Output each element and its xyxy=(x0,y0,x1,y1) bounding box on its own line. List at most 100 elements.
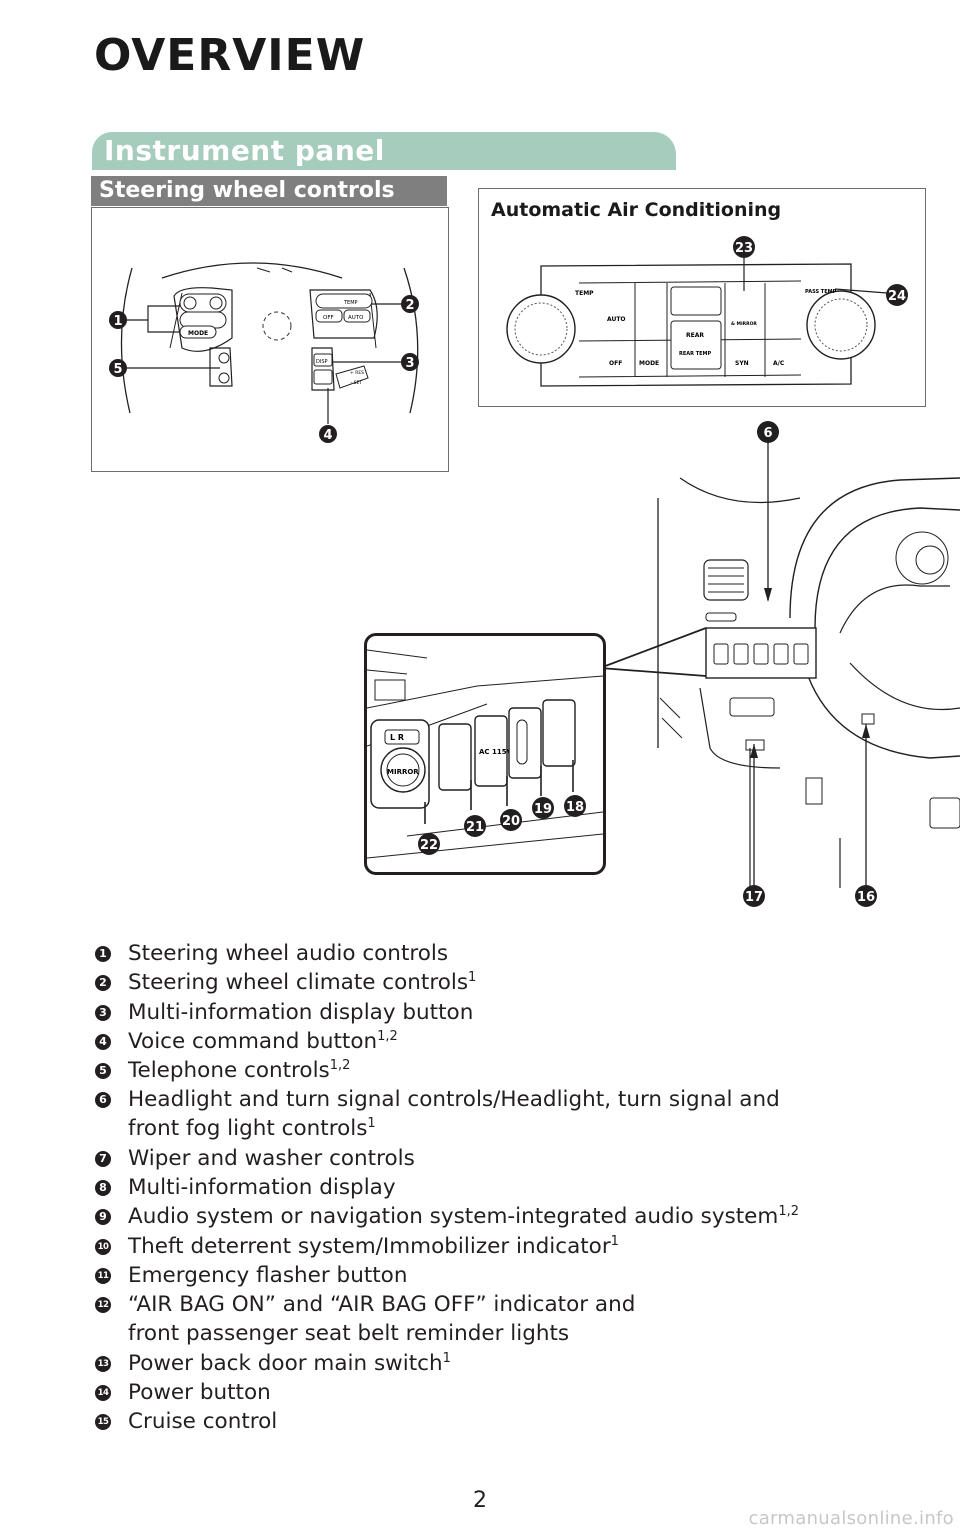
legend-number-badge: 6 xyxy=(95,1092,111,1109)
legend-item: 2 Steering wheel climate controls1 xyxy=(95,968,915,997)
legend-item: 15 Cruise control xyxy=(95,1407,915,1436)
legend-number-badge: 15 xyxy=(95,1414,111,1431)
legend-number-badge: 5 xyxy=(95,1063,111,1080)
svg-text:4: 4 xyxy=(323,428,332,443)
callout-19: 19 xyxy=(532,797,554,819)
ac-ac: A/C xyxy=(773,360,785,367)
callout-6: 6 xyxy=(757,421,779,443)
air-conditioning-figure: Automatic Air Conditioning TEMP AUTO OFF… xyxy=(478,188,926,407)
legend-footnote: 1,2 xyxy=(329,1058,351,1074)
switch-panel-diagram: L R MIRROR AC 115V 22 21 20 19 18 xyxy=(367,649,603,859)
legend-text-continued: front passenger seat belt reminder light… xyxy=(128,1321,570,1347)
legend-text: Telephone controls xyxy=(128,1058,330,1084)
legend-item: 5 Telephone controls1,2 xyxy=(95,1056,915,1085)
legend-number-badge: 13 xyxy=(95,1355,111,1372)
section-title: Instrument panel xyxy=(104,134,385,167)
ac-mode: MODE xyxy=(639,360,659,367)
disp-label: DISP xyxy=(316,359,328,365)
legend-number-badge: 11 xyxy=(95,1267,111,1284)
callout-22: 22 xyxy=(418,833,440,855)
set-label: – SET xyxy=(350,380,362,386)
mode-label: MODE xyxy=(188,330,208,337)
dashboard-figure: 6 17 16 xyxy=(650,418,960,918)
svg-text:19: 19 xyxy=(534,802,552,817)
ac-temp-left: TEMP xyxy=(575,290,594,297)
callout-5: 5 xyxy=(109,359,127,377)
ac-auto: AUTO xyxy=(607,316,626,323)
svg-text:22: 22 xyxy=(420,838,438,853)
callout-18: 18 xyxy=(564,795,586,817)
callout-23: 23 xyxy=(733,236,755,258)
legend-number-badge: 8 xyxy=(95,1180,111,1197)
mirror-knob: MIRROR xyxy=(387,768,419,776)
legend-item: 6 Headlight and turn signal controls/Head… xyxy=(95,1085,915,1143)
legend-footnote: 1 xyxy=(468,970,477,986)
legend-number-badge: 10 xyxy=(95,1238,111,1255)
legend-number-badge: 14 xyxy=(95,1384,111,1401)
switch-panel-inset: L R MIRROR AC 115V 22 21 20 19 18 xyxy=(364,633,606,875)
callout-21: 21 xyxy=(464,815,486,837)
ac-rear: REAR xyxy=(686,332,704,339)
svg-text:16: 16 xyxy=(857,890,875,905)
svg-text:23: 23 xyxy=(735,241,753,256)
legend-text: Multi-information display xyxy=(128,1175,396,1201)
watermark: carmanualsonline.info xyxy=(748,1508,954,1529)
svg-text:1: 1 xyxy=(113,314,122,329)
legend-number-badge: 3 xyxy=(95,1004,111,1021)
legend-text: Wiper and washer controls xyxy=(128,1145,415,1171)
legend-number-badge: 4 xyxy=(95,1033,111,1050)
climate-panel-diagram: TEMP AUTO OFF MODE REAR REAR TEMP & MIRR… xyxy=(506,236,908,387)
steering-controls-title: Steering wheel controls xyxy=(99,178,395,203)
legend-item: 12 “AIR BAG ON” and “AIR BAG OFF” indicat… xyxy=(95,1290,915,1348)
legend-text-continued: front fog light controls xyxy=(128,1116,368,1142)
callout-2: 2 xyxy=(401,295,419,313)
air-conditioning-title: Automatic Air Conditioning xyxy=(491,199,782,221)
svg-text:17: 17 xyxy=(745,890,763,905)
legend-number-badge: 7 xyxy=(95,1150,111,1167)
legend-text: Multi-information display button xyxy=(128,999,474,1025)
svg-text:18: 18 xyxy=(566,800,584,815)
legend-text: Cruise control xyxy=(128,1409,278,1435)
res-label: + RES xyxy=(350,370,364,376)
callout-3: 3 xyxy=(401,353,419,371)
page-number: 2 xyxy=(473,1488,487,1513)
steering-controls-header: Steering wheel controls xyxy=(91,176,447,206)
svg-text:21: 21 xyxy=(466,820,484,835)
legend-text: Steering wheel audio controls xyxy=(128,941,449,966)
legend-text: “AIR BAG ON” and “AIR BAG OFF” indicator… xyxy=(128,1292,636,1318)
legend-text: Headlight and turn signal controls/Headl… xyxy=(128,1087,780,1113)
legend-item: 7 Wiper and washer controls xyxy=(95,1144,915,1173)
ac-syn: SYN xyxy=(735,360,749,367)
callout-4: 4 xyxy=(319,425,337,443)
legend-number-badge: 2 xyxy=(95,975,111,992)
legend-footnote: 1 xyxy=(610,1233,619,1249)
svg-text:5: 5 xyxy=(113,362,122,377)
callout-1: 1 xyxy=(109,311,127,329)
lr-switch: L R xyxy=(390,733,404,742)
legend-text: Steering wheel climate controls xyxy=(128,970,469,996)
callout-16: 16 xyxy=(855,885,877,907)
svg-text:6: 6 xyxy=(763,426,772,441)
svg-text:20: 20 xyxy=(502,814,520,829)
legend-item: 3 Multi-information display button xyxy=(95,998,915,1027)
callout-24: 24 xyxy=(886,284,908,306)
callout-17: 17 xyxy=(743,885,765,907)
legend-footnote: 1 xyxy=(442,1350,451,1366)
section-banner: Instrument panel xyxy=(92,132,676,170)
auto-label: AUTO xyxy=(348,315,364,321)
svg-text:2: 2 xyxy=(405,298,414,313)
legend-text: Audio system or navigation system-integr… xyxy=(128,1204,779,1230)
svg-text:24: 24 xyxy=(888,289,906,304)
ac-mirror: & MIRROR xyxy=(731,321,757,327)
ac-rear-temp: REAR TEMP xyxy=(679,351,712,357)
legend-number-badge: 12 xyxy=(95,1297,111,1314)
ac-off: OFF xyxy=(609,360,622,367)
legend-text: Emergency flasher button xyxy=(128,1262,408,1288)
